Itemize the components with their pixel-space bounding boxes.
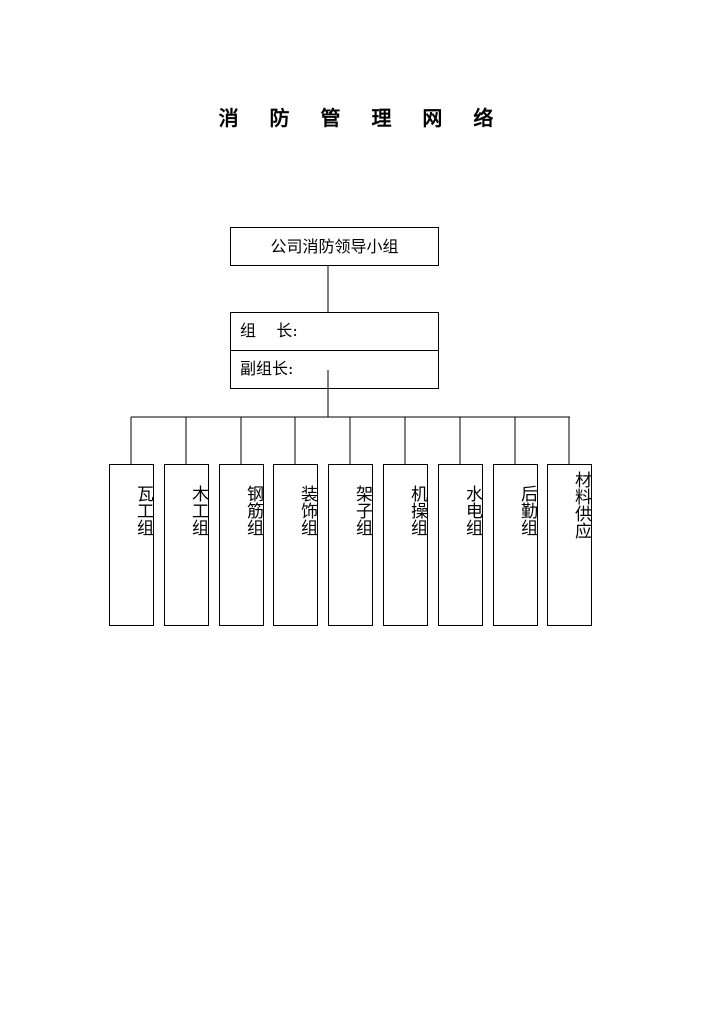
group-label: 木工组 xyxy=(188,485,208,536)
group-label: 材料供应 xyxy=(571,471,591,539)
group-box: 瓦工组 xyxy=(109,464,154,626)
group-box: 木工组 xyxy=(164,464,209,626)
group-box: 水电组 xyxy=(438,464,483,626)
leadership-group-label: 公司消防领导小组 xyxy=(270,237,399,256)
leader-box: 组 长: 副组长: xyxy=(230,312,439,389)
deputy-leader-row: 副组长: xyxy=(240,359,294,378)
group-box: 后勤组 xyxy=(493,464,538,626)
group-label: 瓦工组 xyxy=(133,485,153,536)
group-box: 材料供应 xyxy=(547,464,592,626)
group-box: 钢筋组 xyxy=(219,464,264,626)
group-label: 架子组 xyxy=(352,485,372,536)
group-label: 机操组 xyxy=(407,485,427,536)
group-box: 机操组 xyxy=(383,464,428,626)
group-label: 装饰组 xyxy=(297,485,317,536)
group-box: 架子组 xyxy=(328,464,373,626)
page-title: 消 防 管 理 网 络 xyxy=(218,106,506,130)
group-label: 钢筋组 xyxy=(243,485,263,536)
group-label: 后勤组 xyxy=(517,485,537,536)
group-label: 水电组 xyxy=(462,485,482,536)
leader-row: 组 长: xyxy=(231,313,438,351)
group-box: 装饰组 xyxy=(273,464,318,626)
leadership-group-box: 公司消防领导小组 xyxy=(230,227,439,266)
